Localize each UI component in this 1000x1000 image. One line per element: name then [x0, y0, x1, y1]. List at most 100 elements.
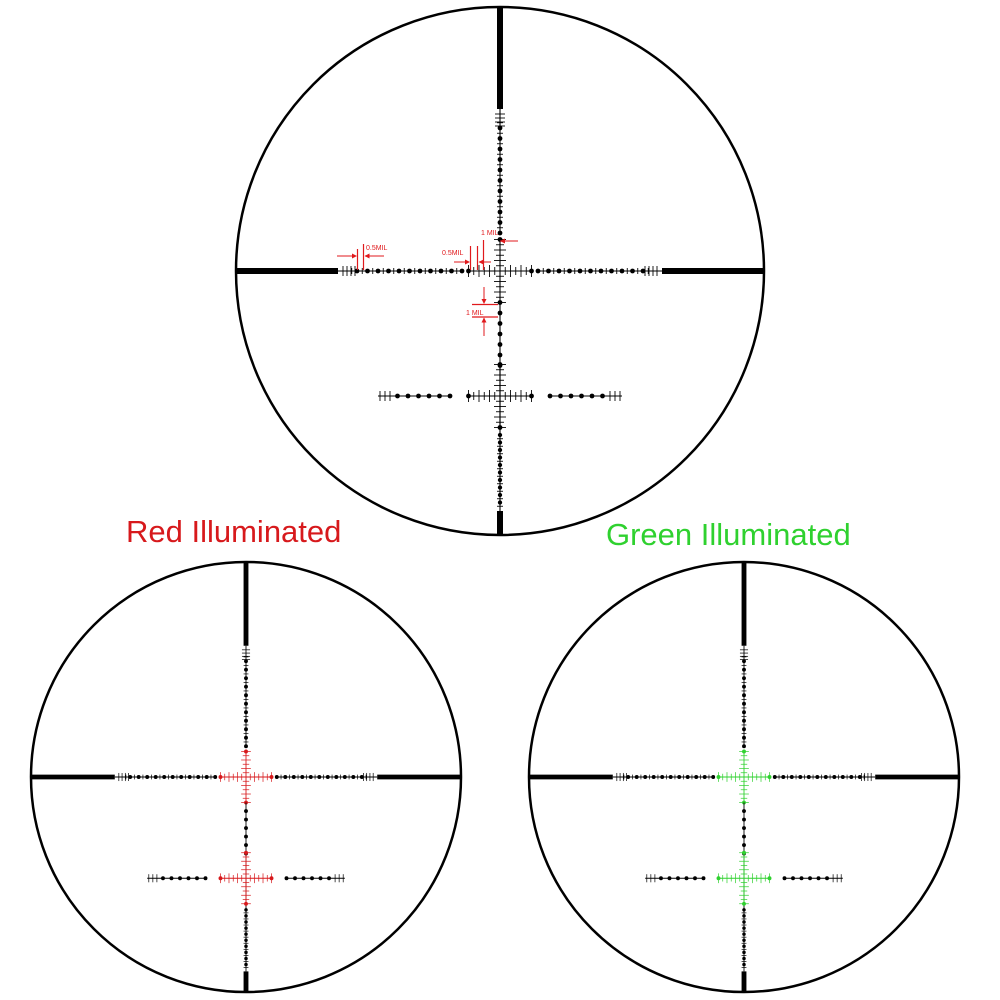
vscale-top-dot: [244, 659, 248, 664]
sub-hscale-dot: [318, 876, 323, 881]
vscale-top-dot: [742, 684, 746, 689]
hscale-right-dot: [772, 775, 777, 779]
vscale-lower-dot: [742, 950, 746, 955]
hscale-right-dot: [577, 268, 583, 274]
sub-hscale-dot: [447, 393, 453, 399]
vscale-bottom-dot: [742, 809, 746, 813]
hscale-left-dot: [170, 775, 175, 779]
hscale-right-dot: [806, 775, 811, 779]
sub-hscale-dot: [327, 876, 331, 881]
hscale-right-dot: [283, 775, 288, 779]
center-cross-end-dot: [244, 749, 248, 754]
vscale-bottom-dot: [742, 826, 746, 830]
sub-cross-end-dot: [742, 850, 746, 855]
vscale-bottom-dot: [497, 352, 503, 358]
hscale-right-dot: [308, 775, 313, 779]
vscale-top-dot: [742, 659, 746, 664]
vscale-lower-dot: [742, 938, 746, 942]
sub-hscale-dot: [684, 876, 689, 881]
sub-hscale-dot: [395, 393, 400, 399]
vscale-top-dot: [497, 230, 503, 236]
vscale-lower-dot: [244, 938, 248, 942]
vscale-bottom-dot: [497, 331, 503, 337]
hscale-left-dot: [651, 775, 656, 779]
hscale-left-dot: [162, 775, 167, 779]
sub-hscale-dot: [558, 393, 563, 399]
vscale-lower-dot: [497, 477, 503, 483]
hscale-left-dot: [386, 268, 391, 274]
center-cross-end-dot: [466, 268, 471, 274]
hscale-right-dot: [546, 268, 551, 274]
vscale-lower-dot: [244, 932, 248, 936]
vscale-lower-dot: [244, 926, 248, 930]
sub-hscale-dot: [799, 876, 804, 881]
vscale-lower-dot: [244, 956, 248, 961]
sub-cross-end-dot: [767, 876, 772, 881]
hscale-right-dot: [849, 775, 854, 779]
hscale-right-dot: [535, 268, 541, 274]
hscale-right-dot: [351, 775, 356, 779]
sub-hscale-dot: [547, 393, 553, 399]
vscale-lower-dot: [742, 944, 746, 949]
hscale-left-dot: [204, 775, 209, 779]
hscale-left-dot: [634, 775, 639, 779]
vscale-top-dot: [497, 125, 503, 131]
vscale-top-dot: [497, 188, 503, 194]
vscale-top-dot: [244, 701, 248, 706]
vscale-lower-dot: [497, 455, 503, 460]
vscale-lower-dot: [742, 932, 746, 936]
vscale-top-dot: [742, 710, 746, 715]
vscale-top-dot: [742, 667, 746, 672]
vscale-lower-dot: [742, 920, 746, 924]
hscale-left-dot: [685, 775, 690, 779]
center-cross-end-dot: [269, 775, 274, 779]
one-mil-horizontal-label: 1 MIL: [481, 230, 499, 237]
vscale-lower-dot: [244, 908, 248, 912]
center-cross-end-dot: [218, 775, 223, 779]
hscale-right-dot: [857, 775, 862, 779]
vscale-bottom-dot: [742, 817, 746, 822]
vscale-lower-dot: [244, 950, 248, 955]
green-illuminated-label: Green Illuminated: [606, 517, 851, 552]
hscale-left-dot: [128, 775, 133, 779]
vscale-top-dot: [742, 735, 746, 740]
sub-hscale-dot: [808, 876, 812, 881]
sub-hscale-dot: [195, 876, 199, 881]
vscale-lower-dot: [497, 485, 503, 490]
vscale-lower-dot: [244, 914, 248, 918]
one-mil-vertical-label: 1 MIL: [466, 310, 484, 317]
vscale-lower-dot: [497, 500, 503, 505]
vscale-top-dot: [244, 744, 248, 749]
hscale-left-dot: [375, 268, 381, 274]
hscale-right-dot: [556, 268, 562, 274]
hscale-right-dot: [359, 775, 364, 779]
sub-cross-end-dot: [269, 876, 274, 881]
hscale-left-dot: [449, 268, 454, 274]
vscale-bottom-dot: [497, 310, 503, 316]
sub-hscale-dot: [293, 876, 297, 881]
hscale-right-dot: [300, 775, 305, 779]
sub-hscale-dot: [310, 876, 314, 881]
hscale-left-dot: [365, 268, 370, 274]
vscale-top-dot: [244, 718, 248, 723]
sub-hscale-dot: [782, 876, 787, 881]
hscale-right-dot: [291, 775, 296, 779]
vscale-top-dot: [244, 676, 248, 681]
vscale-top-dot: [497, 199, 503, 204]
sub-hscale-dot: [161, 876, 165, 881]
sub-hscale-dot: [816, 876, 821, 881]
mil-annotations: 0.5MIL 0.5MIL 1 MIL 1 MIL: [337, 230, 518, 336]
hscale-left-dot: [660, 775, 665, 779]
vscale-top-dot: [497, 209, 503, 215]
hscale-left-dot: [438, 268, 444, 274]
sub-hscale-dot: [791, 876, 795, 881]
vscale-top-dot: [497, 157, 503, 162]
hscale-left-dot: [396, 268, 402, 274]
hscale-right-dot: [798, 775, 803, 779]
hscale-right-dot: [640, 268, 646, 274]
sub-cross-end-dot: [218, 876, 223, 881]
vscale-top-dot: [497, 220, 503, 225]
hscale-left-dot: [711, 775, 716, 779]
vscale-lower-dot: [497, 462, 503, 468]
sub-hscale-dot: [203, 876, 208, 881]
